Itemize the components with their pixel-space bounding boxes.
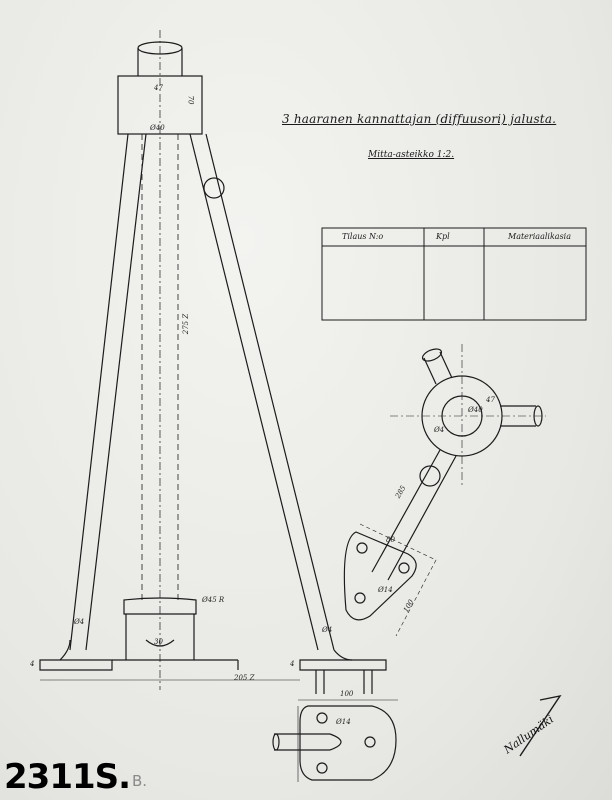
foot-detail-bolt-3 <box>316 762 328 774</box>
drawing-title: 3 haaranen kannattajan (diffuusori) jalu… <box>282 112 557 126</box>
base-ring <box>123 597 197 615</box>
drawing-scale: Mitta-asteikko 1:2. <box>368 150 455 160</box>
dim-foot-right: 4 <box>290 660 295 668</box>
plan-arm-long <box>371 449 457 581</box>
left-leg <box>69 133 147 651</box>
foot-studs <box>315 670 373 694</box>
drawing-suffix: B. <box>132 772 148 790</box>
foot-detail-plate <box>299 705 397 781</box>
dim-leg-left: Ø4 <box>74 618 85 626</box>
foot-detail-leg <box>274 733 330 751</box>
right-foot <box>299 659 387 671</box>
right-leg <box>189 133 335 651</box>
dim-base-ring: Ø45 R <box>202 596 225 604</box>
dim-view-radius: 47 <box>486 396 495 404</box>
plan-plate-dims <box>359 523 437 637</box>
dim-base-inner: 30 <box>154 638 163 646</box>
table-header-order: Tilaus N:o <box>342 232 384 241</box>
dim-top-bore: Ø40 <box>150 124 165 132</box>
foot-detail-bolt-1 <box>316 712 328 724</box>
dim-view-plate-side: 80 <box>386 536 395 544</box>
plan-plate <box>343 531 417 621</box>
plan-plate-bolt-2 <box>398 562 410 574</box>
plan-plate-bolt-1 <box>356 542 368 554</box>
base-bore <box>145 639 175 647</box>
plan-arm-up <box>423 351 453 385</box>
plan-arm-right <box>500 405 536 427</box>
dim-plate-width: 100 <box>340 690 354 698</box>
table-header-qty: Kpl <box>436 232 450 241</box>
right-leg-hole <box>203 177 225 199</box>
dim-leg-right: Ø4 <box>322 626 333 634</box>
right-foot-fillet <box>333 649 353 661</box>
plan-plate-bolt-3 <box>354 592 366 604</box>
plan-arm-up-end <box>421 348 443 362</box>
signature-flourish <box>519 694 562 757</box>
drawing-number: 2311S. <box>4 757 131 797</box>
dim-top-width: 47 <box>154 84 163 92</box>
foot-detail-leg-end <box>272 733 280 751</box>
left-foot <box>39 659 113 671</box>
dim-height: 275 Z <box>182 313 191 335</box>
plan-arm-hole <box>419 465 441 487</box>
dim-view-leg: Ø4 <box>434 426 445 434</box>
dim-foot-left: 4 <box>30 660 35 668</box>
dim-base-span: 205 Z <box>234 674 255 682</box>
dim-view-plate: Ø14 <box>378 586 393 594</box>
table-header-material: Materiaalikasia <box>508 232 571 241</box>
foot-detail-slot <box>329 733 342 751</box>
dim-plate-bore: Ø14 <box>336 718 351 726</box>
title-table <box>321 227 587 321</box>
plan-arm-right-end <box>533 405 543 427</box>
dim-view-bore: Ø40 <box>468 406 483 414</box>
left-foot-fillet <box>59 639 71 661</box>
base-column <box>125 614 195 660</box>
foot-detail-bolt-2 <box>364 736 376 748</box>
dim-top-height: 70 <box>186 95 195 105</box>
